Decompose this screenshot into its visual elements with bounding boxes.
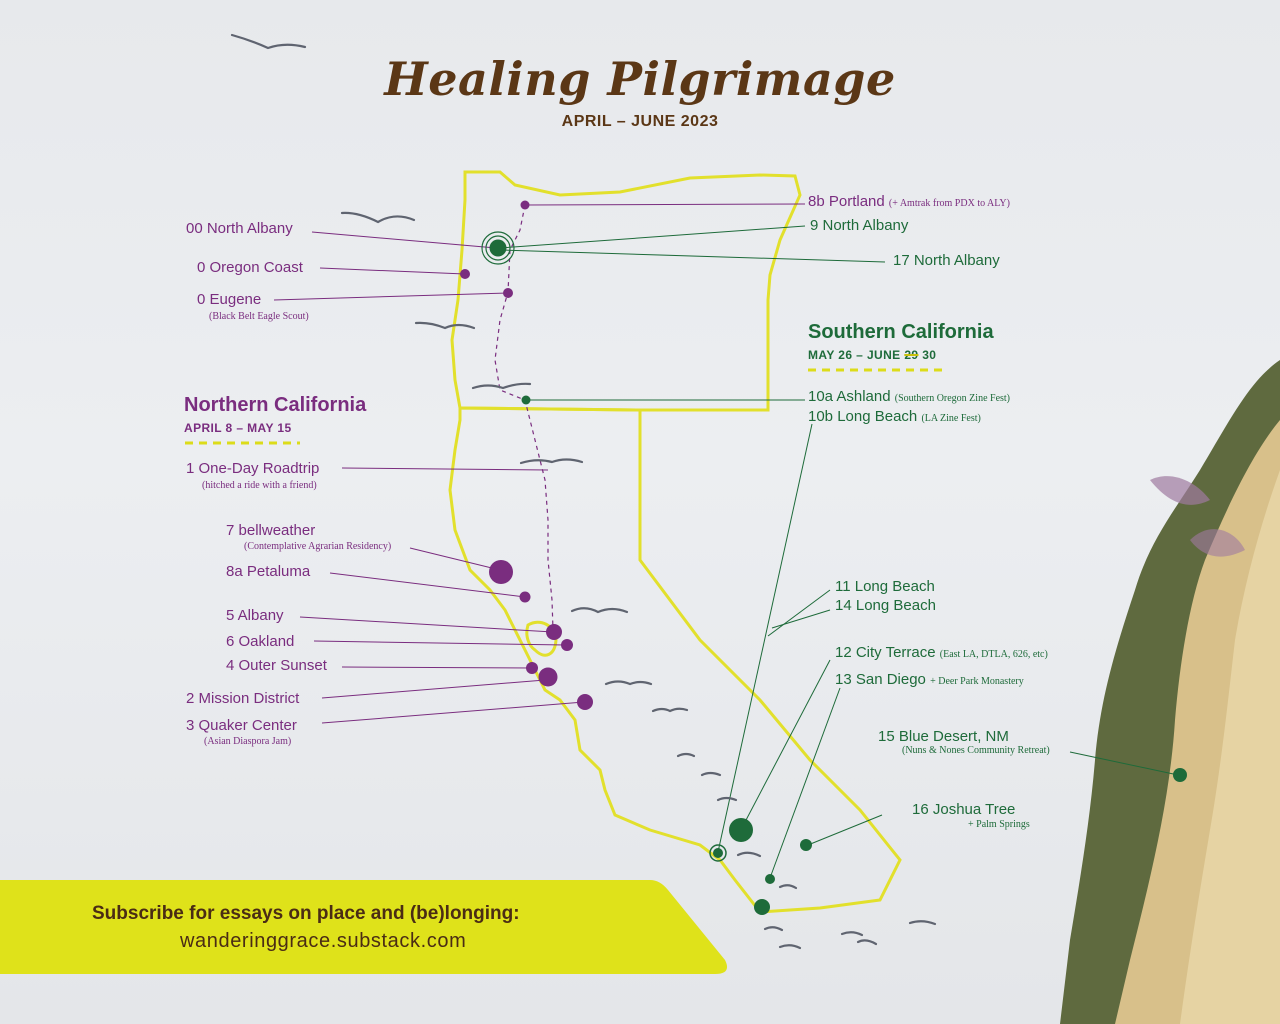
stop-8b-label: 8b Portland (+ Amtrak from PDX to ALY)	[808, 193, 1010, 210]
green-leaders	[499, 225, 1179, 879]
purple-dots	[460, 200, 593, 710]
stop-1-note: (hitched a ride with a friend)	[202, 480, 317, 491]
stop-2-label: 2 Mission District	[186, 690, 300, 707]
stop-9-label: 9 North Albany	[810, 217, 909, 234]
subscribe-banner	[0, 880, 728, 974]
route-dashed	[494, 204, 554, 631]
stop-13-label: 13 San Diego + Deer Park Monastery	[835, 671, 1024, 688]
purple-leaders	[273, 203, 806, 724]
stop-7-note: (Contemplative Agrarian Residency)	[244, 541, 392, 552]
stop-00-label: 00 North Albany	[186, 220, 293, 237]
subscribe-text: Subscribe for essays on place and (be)lo…	[92, 903, 520, 924]
page-title: Healing Pilgrimage	[384, 52, 896, 106]
stop-14-label: 14 Long Beach	[835, 597, 936, 614]
stop-7-label: 7 bellweather	[226, 522, 316, 539]
stop-1-label: 1 One-Day Roadtrip	[186, 460, 320, 477]
northern-california-dates: APRIL 8 – MAY 15	[184, 421, 292, 435]
cliff-image	[1060, 360, 1280, 1024]
stop-0-oregon-coast-label: 0 Oregon Coast	[197, 259, 303, 276]
stop-3-label: 3 Quaker Center	[186, 717, 297, 734]
stop-8a-label: 8a Petaluma	[226, 563, 311, 580]
substack-link[interactable]: wanderinggrace.substack.com	[180, 930, 467, 952]
stop-4-label: 4 Outer Sunset	[226, 657, 327, 674]
stop-0-eugene-note: (Black Belt Eagle Scout)	[209, 311, 309, 322]
stop-11-label: 11 Long Beach	[835, 578, 935, 595]
stop-6-label: 6 Oakland	[226, 633, 295, 650]
bird-icons	[230, 33, 937, 950]
southern-california-dates: MAY 26 – JUNE 29 30	[808, 348, 937, 362]
stop-3-note: (Asian Diaspora Jam)	[204, 736, 292, 747]
stop-16-label: 16 Joshua Tree	[912, 801, 1016, 818]
stop-0-eugene-label: 0 Eugene	[197, 291, 262, 308]
stop-10a-label: 10a Ashland (Southern Oregon Zine Fest)	[808, 388, 1011, 405]
southern-california-heading: Southern California	[808, 321, 994, 343]
northern-california-heading: Northern California	[184, 394, 367, 416]
stop-12-label: 12 City Terrace (East LA, DTLA, 626, etc…	[835, 644, 1048, 661]
stop-15-label: 15 Blue Desert, NM	[878, 728, 1009, 745]
stop-16-note: + Palm Springs	[968, 819, 1030, 830]
stop-15-note: (Nuns & Nones Community Retreat)	[902, 745, 1050, 756]
california-outline	[448, 406, 902, 914]
oregon-outline	[450, 170, 802, 412]
bay-outline	[525, 620, 558, 657]
stop-5-label: 5 Albany	[226, 607, 284, 624]
stop-17-label: 17 North Albany	[893, 252, 1000, 269]
page-subtitle: APRIL – JUNE 2023	[561, 113, 719, 130]
stop-10b-label: 10b Long Beach (LA Zine Fest)	[808, 408, 981, 425]
green-dots	[481, 231, 1187, 915]
